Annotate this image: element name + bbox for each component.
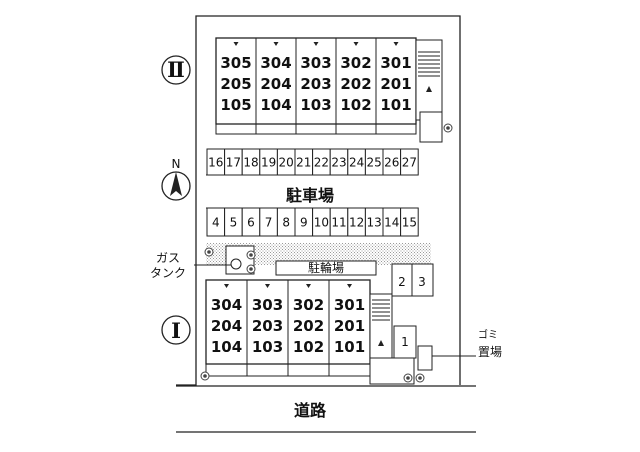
building-1-stair-landing: [369, 357, 415, 385]
building-2: 305 205 105 304 204 104 303 203 103 302 202 102 301 2…: [215, 37, 453, 143]
parking-space-23: 23: [331, 156, 346, 170]
building-1-stair-steps: [372, 299, 390, 321]
building-2-stair-landing: [419, 111, 443, 143]
road-label: 道路: [294, 401, 327, 420]
building-2-entrance-marker: [393, 42, 399, 46]
parking-space-18: 18: [243, 156, 258, 170]
parking-space-10: 10: [314, 216, 329, 230]
building-2-stair-arrow: [426, 86, 432, 92]
building-1-unit-202: 202: [293, 317, 324, 335]
site-boundary: [176, 15, 461, 386]
parking-space-27: 27: [402, 156, 417, 170]
bicycle-area-right: [386, 243, 431, 265]
building-1-unit-203: 203: [252, 317, 283, 335]
bicycle-area: [206, 243, 431, 265]
bicycle-parking: [275, 260, 377, 276]
building-1-unit-103: 103: [252, 338, 283, 356]
bicycle-parking-label: 駐輪場: [308, 260, 344, 275]
parking-space-6: 6: [247, 216, 255, 230]
building-2-walkway: [215, 123, 417, 135]
building-2-unit-301: 301: [380, 54, 411, 72]
garbage-box: [417, 345, 433, 371]
building-1-entrance-marker: [306, 284, 311, 288]
building-2-unit-104: 104: [260, 96, 291, 114]
building-1-unit-303: 303: [252, 296, 283, 314]
building-1-mark: Ⅰ: [171, 318, 181, 343]
building-2-entrance-marker: [313, 42, 319, 46]
parking-space-24: 24: [349, 156, 364, 170]
building-1-unit-201: 201: [334, 317, 365, 335]
parking-space-20: 20: [279, 156, 294, 170]
parking-space-9: 9: [300, 216, 308, 230]
building-2-stair: [415, 39, 443, 121]
building-1-unit-104: 104: [211, 338, 242, 356]
parking-space-21: 21: [296, 156, 311, 170]
parking-space-22: 22: [314, 156, 329, 170]
parking-space-11: 11: [331, 216, 346, 230]
building-2-mark-circle: [161, 55, 191, 85]
parking-space-14: 14: [384, 216, 399, 230]
building-2-mark: Ⅱ: [167, 57, 185, 82]
parking-space-7: 7: [265, 216, 273, 230]
parking-space-16: 16: [208, 156, 223, 170]
parking-space-1-box: [393, 325, 417, 359]
building-2-unit-102: 102: [340, 96, 371, 114]
building-2-entrance-marker: [273, 42, 279, 46]
north-arrow: N: [161, 157, 191, 201]
parking-space-17: 17: [226, 156, 241, 170]
parking-space-12: 12: [349, 216, 364, 230]
building-1-entrance-marker: [347, 284, 352, 288]
building-2-outline: [215, 37, 417, 125]
parking-space-4: 4: [212, 216, 220, 230]
parking-space-15: 15: [402, 216, 417, 230]
parking-label: 駐車場: [286, 186, 334, 205]
building-2-unit-101: 101: [380, 96, 411, 114]
building-2-unit-105: 105: [220, 96, 251, 114]
building-1-unit-204: 204: [211, 317, 242, 335]
building-1: 304 204 104 303 203 103 302 202 102 301 201 101: [205, 279, 415, 385]
gas-tank-icon: [230, 258, 242, 270]
parking-space-8: 8: [282, 216, 290, 230]
building-2-unit-202: 202: [340, 75, 371, 93]
parking-space-3: 3: [418, 275, 426, 289]
building-2-entrance-marker: [353, 42, 359, 46]
north-label: N: [172, 157, 181, 171]
building-2-unit-304: 304: [260, 54, 291, 72]
building-1-entrance-marker: [265, 284, 270, 288]
garbage-label-line1: ゴミ: [478, 328, 498, 341]
parking-space-13: 13: [367, 216, 382, 230]
building-1-unit-301: 301: [334, 296, 365, 314]
parking-space-2: 2: [398, 275, 406, 289]
building-2-stair-steps: [418, 51, 440, 77]
building-1-unit-102: 102: [293, 338, 324, 356]
building-2-entrance-marker: [233, 42, 239, 46]
parking-space-26: 26: [384, 156, 399, 170]
building-2-unit-303: 303: [300, 54, 331, 72]
building-1-stair-arrow: [378, 340, 384, 346]
garbage-label-line2: 置場: [478, 345, 502, 359]
parking-space-5: 5: [230, 216, 238, 230]
parking-space-box: [400, 207, 419, 237]
building-2-unit-302: 302: [340, 54, 371, 72]
building-1-entrance-marker: [224, 284, 229, 288]
gas-tank-label-line2: タンク: [150, 266, 186, 280]
building-2-unit-203: 203: [300, 75, 331, 93]
building-2-unit-204: 204: [260, 75, 291, 93]
gas-tank-label-line1: ガス: [156, 251, 180, 265]
parking-space-25: 25: [367, 156, 382, 170]
parking-space-19: 19: [261, 156, 276, 170]
building-2-unit-103: 103: [300, 96, 331, 114]
building-1-unit-101: 101: [334, 338, 365, 356]
building-2-unit-305: 305: [220, 54, 251, 72]
building-1-mark-circle: [161, 315, 191, 345]
building-1-unit-302: 302: [293, 296, 324, 314]
parking-space-1: 1: [401, 335, 409, 349]
building-2-unit-205: 205: [220, 75, 251, 93]
building-2-unit-201: 201: [380, 75, 411, 93]
building-1-unit-304: 304: [211, 296, 242, 314]
